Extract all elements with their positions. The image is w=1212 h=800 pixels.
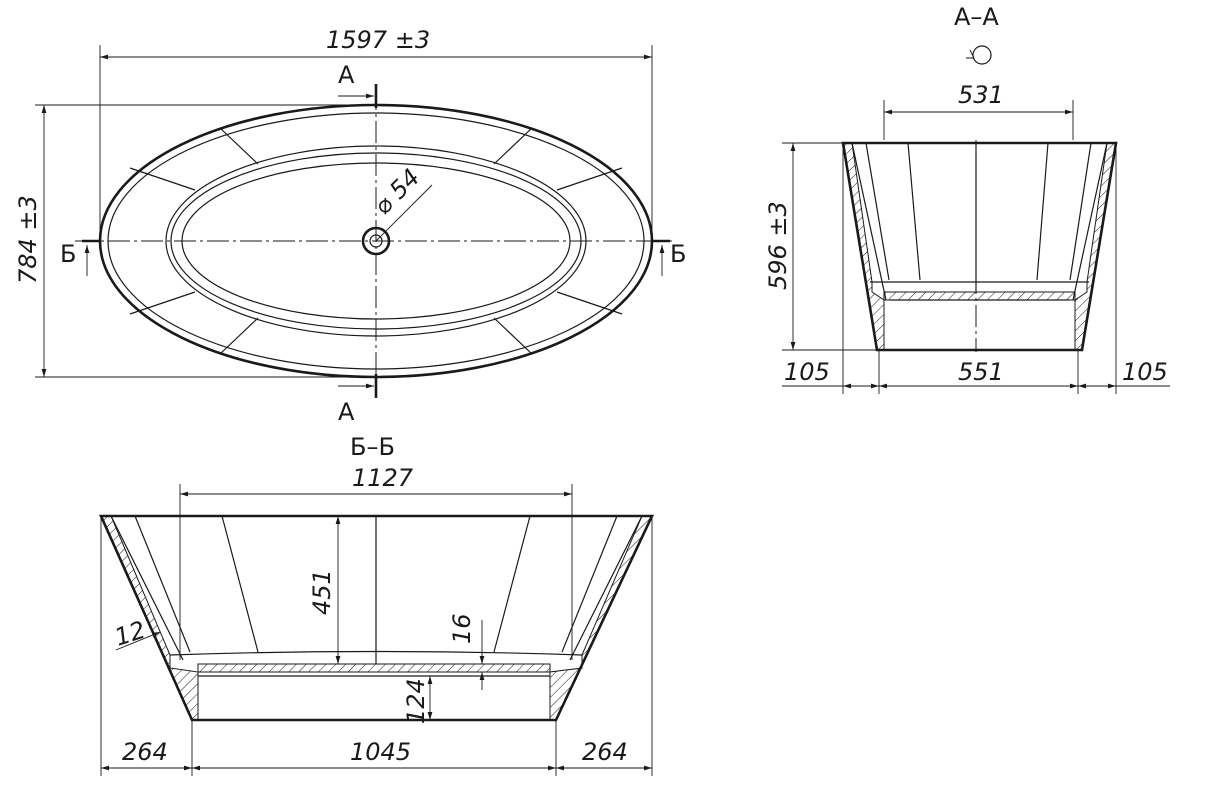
section-bb: Б–Б 1127 451 12 16 [98, 433, 655, 776]
bb-floor-section [197, 663, 551, 673]
bb-wall-thickness-dimension: 12 [111, 616, 149, 652]
section-b-right-label: Б [670, 240, 686, 268]
aa-right-offset-dimension: 105 [1122, 358, 1168, 386]
section-a-bottom-label: А [338, 398, 355, 426]
floor-section [883, 291, 1076, 301]
plan-view: ⌀ 54 А А Б Б 1597 ±3 784 ±3 [14, 26, 686, 426]
section-a-top-label: А [338, 61, 355, 89]
rim-facet-lines [129, 127, 623, 355]
section-b-left-label: Б [60, 240, 76, 268]
drain-diameter-label: ⌀ 54 [368, 163, 425, 220]
aa-height-dimension: 596 ±3 [764, 201, 792, 290]
aa-top-width-dimension: 531 [958, 81, 1004, 109]
drain-icon [361, 226, 391, 256]
bb-wall-section-left [100, 515, 199, 721]
bb-right-offset-dimension: 264 [582, 738, 628, 766]
bb-wall-section-right [549, 515, 653, 721]
section-aa: А–А 531 596 ±3 [764, 3, 1170, 394]
overall-length-dimension: 1597 ±3 [326, 26, 430, 54]
wall-section-left [842, 142, 885, 351]
overall-width-dimension: 784 ±3 [14, 195, 42, 284]
wall-section-right [1074, 142, 1117, 351]
bb-base-height-dimension: 124 [402, 678, 430, 724]
bb-depth-dimension: 451 [308, 569, 336, 615]
rotated-view-icon [966, 45, 992, 65]
bb-inner-length-dimension: 1127 [352, 464, 414, 492]
bb-left-offset-dimension: 264 [122, 738, 168, 766]
bb-base-length-dimension: 1045 [350, 738, 411, 766]
section-bb-title: Б–Б [350, 433, 395, 461]
aa-left-offset-dimension: 105 [784, 358, 830, 386]
bb-floor-thickness-dimension: 16 [448, 613, 476, 644]
aa-base-width-dimension: 551 [958, 358, 1004, 386]
section-aa-title: А–А [954, 3, 999, 31]
